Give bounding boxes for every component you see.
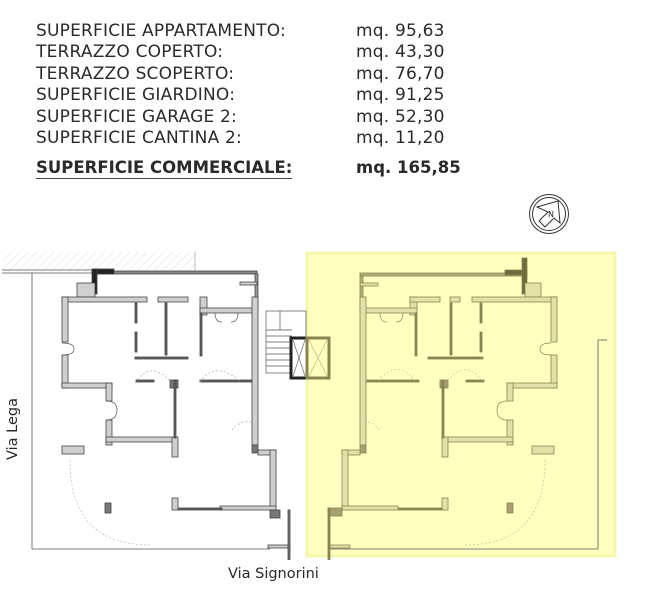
north-arrow-icon: N	[529, 194, 569, 234]
area-row-open-terrace: TERRAZZO SCOPERTO: mq. 76,70	[36, 63, 476, 85]
area-value: mq. 91,25	[356, 85, 445, 106]
area-label: SUPERFICIE CANTINA 2:	[36, 128, 242, 149]
area-value: mq. 95,63	[356, 20, 445, 41]
left-unit-walls	[61, 268, 291, 560]
right-unit-doors	[359, 312, 552, 546]
right-unit-walls	[327, 257, 558, 560]
area-label: SUPERFICIE GARAGE 2:	[36, 106, 237, 127]
floor-plan	[2, 251, 617, 560]
area-label: TERRAZZO COPERTO:	[36, 42, 224, 63]
area-row-total: SUPERFICIE COMMERCIALE: mq. 165,85	[36, 158, 476, 179]
total-value: mq. 165,85	[356, 158, 461, 177]
area-value: mq. 43,30	[356, 42, 445, 63]
area-label: SUPERFICIE APPARTAMENTO:	[36, 20, 286, 41]
stairwell	[265, 310, 307, 374]
area-value: mq. 11,20	[356, 128, 445, 149]
area-row-garden: SUPERFICIE GIARDINO: mq. 91,25	[36, 85, 476, 107]
area-row-covered-terrace: TERRAZZO COPERTO: mq. 43,30	[36, 42, 476, 64]
street-label-bottom: Via Signorini	[228, 566, 319, 582]
area-value: mq. 76,70	[356, 63, 445, 84]
street-label-left: Via Lega	[5, 398, 21, 460]
area-row-cellar: SUPERFICIE CANTINA 2: mq. 11,20	[36, 128, 476, 150]
area-label: SUPERFICIE GIARDINO:	[36, 85, 236, 106]
elevator	[289, 336, 331, 380]
hatched-neighbour-area	[2, 252, 195, 272]
area-label: TERRAZZO SCOPERTO:	[36, 63, 235, 84]
area-value: mq. 52,30	[356, 106, 445, 127]
area-row-garage: SUPERFICIE GARAGE 2: mq. 52,30	[36, 106, 476, 128]
site-boundary	[2, 269, 607, 550]
surface-area-table: SUPERFICIE APPARTAMENTO: mq. 95,63 TERRA…	[36, 20, 476, 179]
highlighted-unit	[305, 251, 617, 558]
left-unit-doors	[61, 312, 253, 546]
svg-text:N: N	[548, 210, 554, 219]
area-row-apartment: SUPERFICIE APPARTAMENTO: mq. 95,63	[36, 20, 476, 42]
total-label: SUPERFICIE COMMERCIALE:	[36, 158, 293, 179]
